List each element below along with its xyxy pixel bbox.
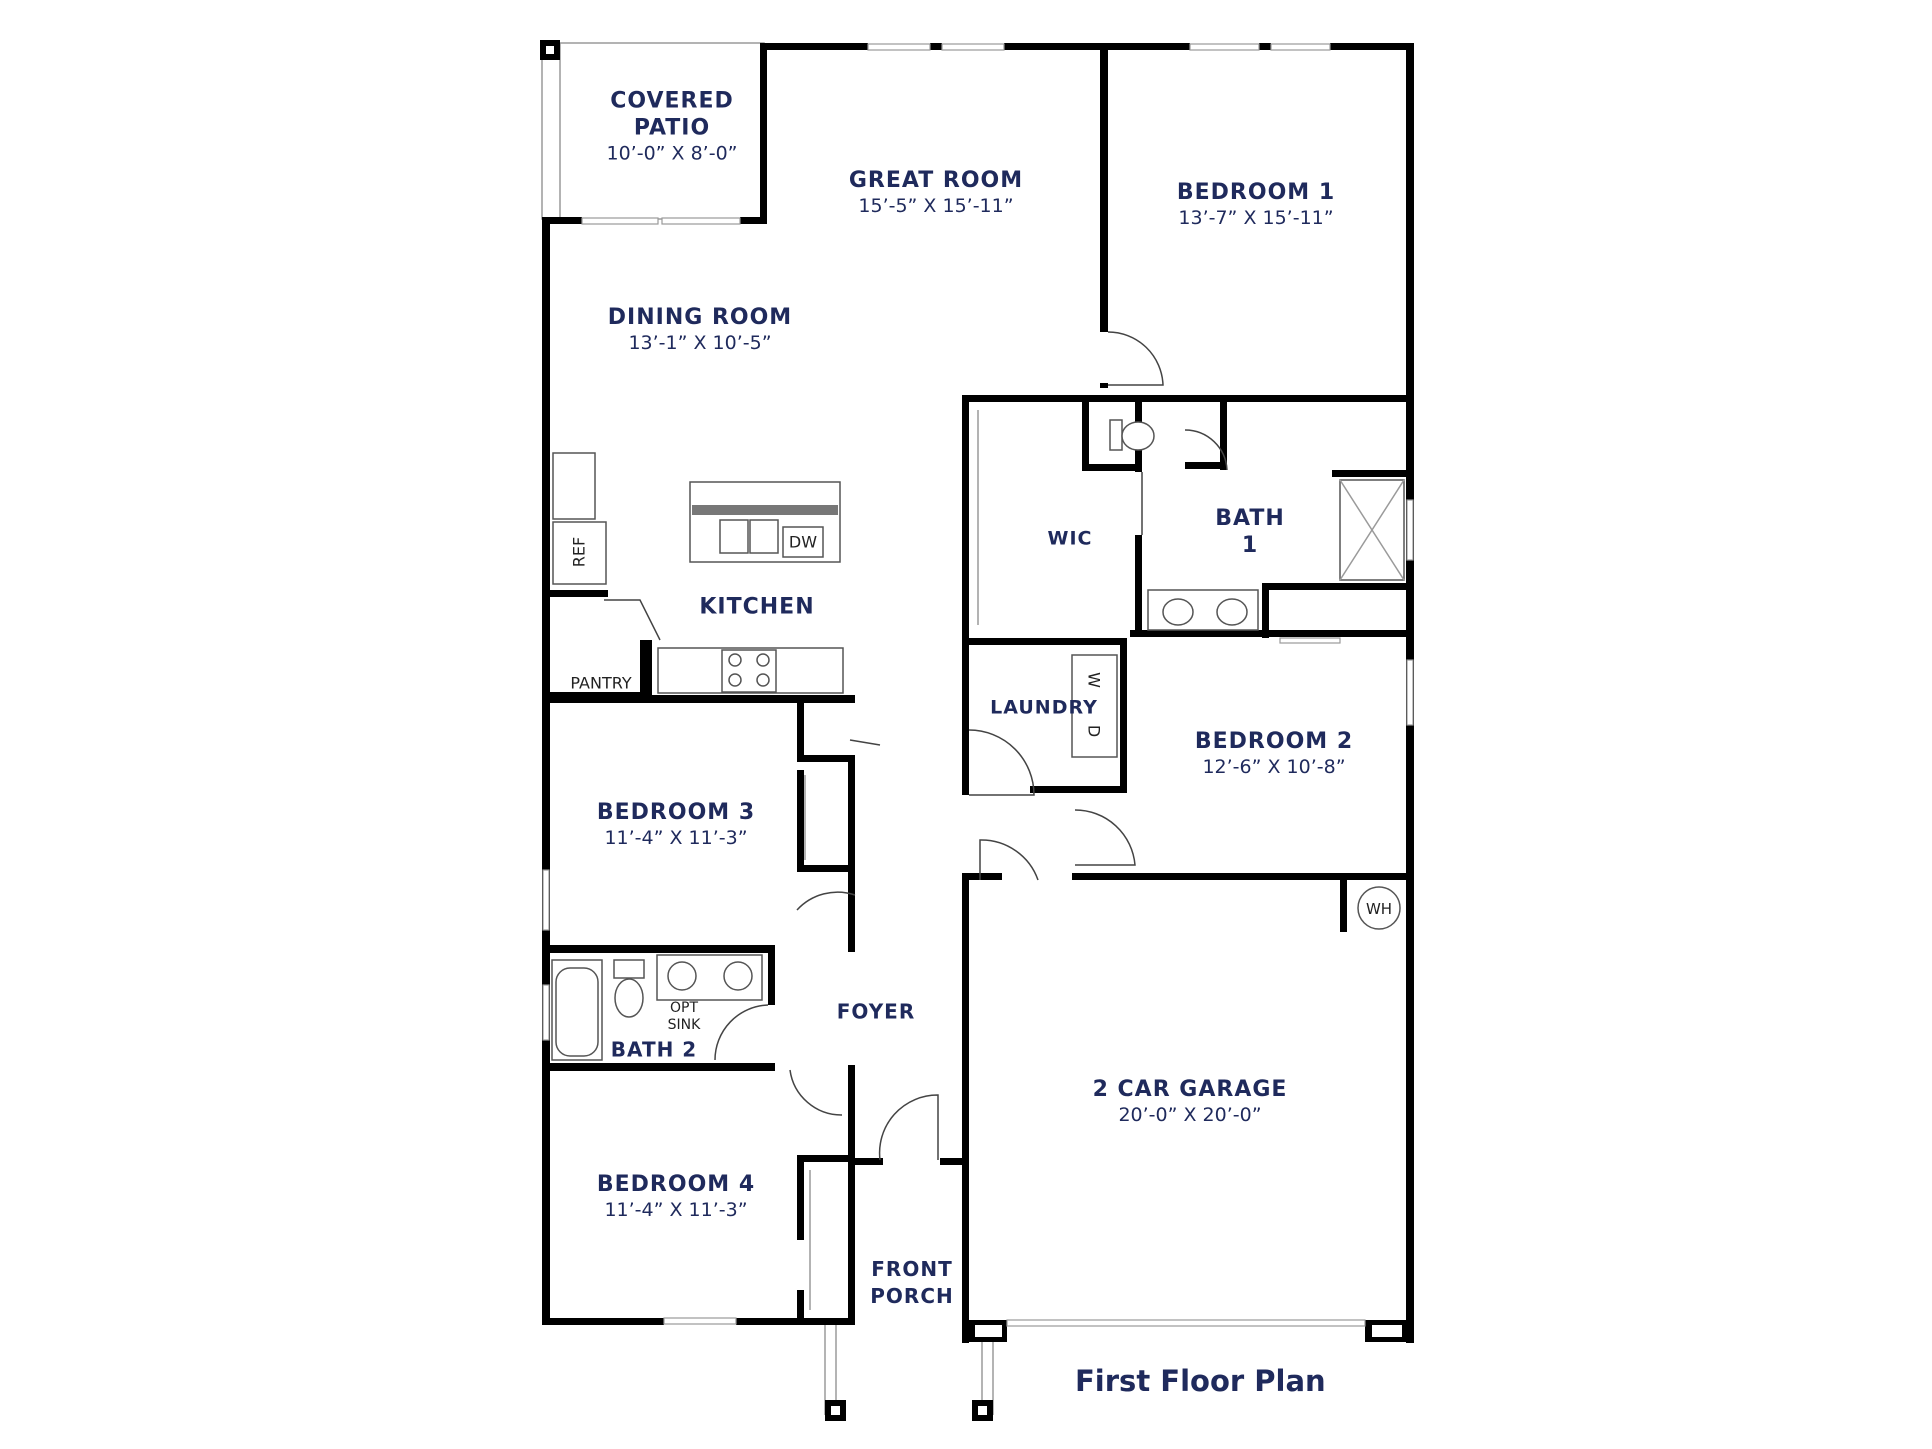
water-heater <box>1357 886 1401 930</box>
dryer-label: D <box>1084 724 1104 738</box>
water-heater-label: WH <box>1365 900 1393 918</box>
front-porch-label: FRONT PORCH <box>870 1256 953 1310</box>
opt-sink-line2: SINK <box>667 1017 701 1033</box>
wic-name: WIC <box>1047 527 1093 550</box>
bedroom3-name: BEDROOM 3 <box>596 800 756 825</box>
bedroom4-name: BEDROOM 4 <box>596 1172 756 1197</box>
covered-patio-dims: 10’-0” X 8’-0” <box>606 142 738 165</box>
dining-room-label: DINING ROOM 13’-1” X 10’-5” <box>608 304 792 356</box>
bedroom4-label: BEDROOM 4 11’-4” X 11’-3” <box>597 1171 755 1223</box>
kitchen-counter <box>657 647 844 694</box>
bath2-vanity <box>656 954 763 1001</box>
bedroom2-label: BEDROOM 2 12’-6” X 10’-8” <box>1195 728 1353 780</box>
door-swings <box>604 331 1228 1310</box>
bedroom1-name: BEDROOM 1 <box>1176 180 1336 205</box>
great-room-label: GREAT ROOM 15’-5” X 15’-11” <box>849 167 1023 219</box>
dw-label: DW <box>788 532 818 552</box>
refrigerator <box>552 452 607 585</box>
garage-name: 2 CAR GARAGE <box>1092 1077 1288 1102</box>
laundry-name: LAUNDRY <box>990 696 1098 719</box>
bath1-shower <box>1339 479 1405 581</box>
front-porch-name-line2: PORCH <box>870 1284 954 1308</box>
front-porch-name-line1: FRONT <box>871 1257 953 1281</box>
bath1-toilet <box>1109 419 1155 451</box>
bath2-tub <box>551 959 603 1061</box>
garage-dims: 20’-0” X 20’-0” <box>1118 1104 1262 1126</box>
bath2-label: BATH 2 <box>611 1037 697 1064</box>
dining-room-name: DINING ROOM <box>607 305 793 330</box>
ref-label: REF <box>569 536 589 568</box>
pantry-label: PANTRY <box>570 673 632 693</box>
bath1-label: BATH 1 <box>1215 505 1285 559</box>
great-room-name: GREAT ROOM <box>848 168 1024 193</box>
covered-patio-name-line1: COVERED <box>610 88 734 114</box>
covered-patio-label: COVERED PATIO 10’-0” X 8’-0” <box>606 88 737 167</box>
bedroom2-dims: 12’-6” X 10’-8” <box>1202 756 1346 778</box>
kitchen-name: KITCHEN <box>699 594 815 620</box>
foyer-name: FOYER <box>836 999 916 1024</box>
garage-label: 2 CAR GARAGE 20’-0” X 20’-0” <box>1093 1076 1288 1128</box>
bedroom4-dims: 11’-4” X 11’-3” <box>604 1199 748 1221</box>
bedroom1-label: BEDROOM 1 13’-7” X 15’-11” <box>1177 179 1335 231</box>
bath2-name: BATH 2 <box>610 1037 698 1062</box>
bath2-toilet <box>613 959 645 1018</box>
bedroom1-dims: 13’-7” X 15’-11” <box>1178 207 1334 229</box>
windows <box>542 43 1414 1327</box>
great-room-dims: 15’-5” X 15’-11” <box>858 195 1014 217</box>
wic-label: WIC <box>1048 526 1093 553</box>
bedroom2-name: BEDROOM 2 <box>1194 729 1354 754</box>
covered-patio-name-line2: PATIO <box>633 115 711 141</box>
bedroom3-dims: 11’-4” X 11’-3” <box>604 827 748 849</box>
bath1-name-line2: 1 <box>1241 533 1259 558</box>
foyer-label: FOYER <box>837 999 916 1026</box>
washer-dryer <box>1071 654 1118 758</box>
opt-sink-line1: OPT <box>669 1000 699 1016</box>
bath1-vanity <box>1147 589 1259 631</box>
bath1-name-line1: BATH <box>1215 506 1285 531</box>
washer-label: W <box>1084 672 1104 688</box>
plan-title: First Floor Plan <box>1075 1364 1326 1398</box>
kitchen-island <box>689 481 841 563</box>
kitchen-label: KITCHEN <box>699 594 814 621</box>
dining-room-dims: 13’-1” X 10’-5” <box>628 332 772 354</box>
bedroom3-label: BEDROOM 3 11’-4” X 11’-3” <box>597 799 755 851</box>
laundry-label: LAUNDRY <box>990 695 1098 722</box>
walls <box>540 40 1414 1421</box>
